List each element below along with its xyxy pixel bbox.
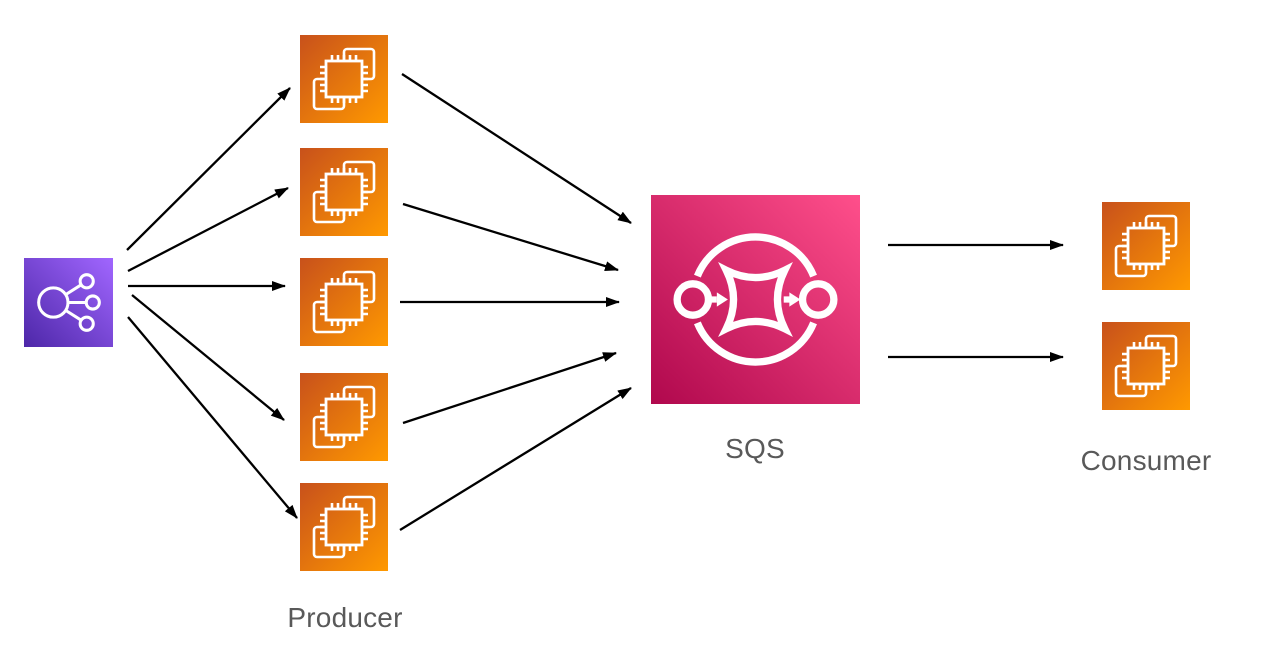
ec2-instance-icon xyxy=(300,373,388,461)
edge-producer-4-to-sqs-queue xyxy=(402,351,617,425)
node-producer-5 xyxy=(300,483,388,571)
edge-load-balancer-to-producer-2 xyxy=(127,186,289,273)
ec2-instance-icon xyxy=(300,483,388,571)
node-producer-4 xyxy=(300,373,388,461)
producer-label: Producer xyxy=(287,602,403,633)
consumer-label: Consumer xyxy=(1080,445,1212,476)
load-balancer-icon xyxy=(24,258,113,347)
node-producer-1 xyxy=(300,35,388,123)
edge-load-balancer-to-producer-4 xyxy=(131,294,285,421)
edge-producer-5-to-sqs-queue xyxy=(399,387,632,531)
node-producer-3 xyxy=(300,258,388,346)
ec2-instance-icon xyxy=(300,148,388,236)
node-sqs-queue xyxy=(651,195,860,404)
edge-load-balancer-to-producer-1 xyxy=(126,87,291,251)
edge-producer-1-to-sqs-queue xyxy=(401,73,632,224)
sqs-queue-icon xyxy=(651,195,860,404)
edge-producer-2-to-sqs-queue xyxy=(402,202,619,272)
edge-load-balancer-to-producer-5 xyxy=(127,316,298,519)
ec2-instance-icon xyxy=(1102,202,1190,290)
node-load-balancer xyxy=(24,258,113,347)
node-producer-2 xyxy=(300,148,388,236)
node-consumer-2 xyxy=(1102,322,1190,410)
node-consumer-1 xyxy=(1102,202,1190,290)
sqs-label: SQS xyxy=(725,433,785,464)
ec2-instance-icon xyxy=(300,258,388,346)
ec2-instance-icon xyxy=(1102,322,1190,410)
ec2-instance-icon xyxy=(300,35,388,123)
